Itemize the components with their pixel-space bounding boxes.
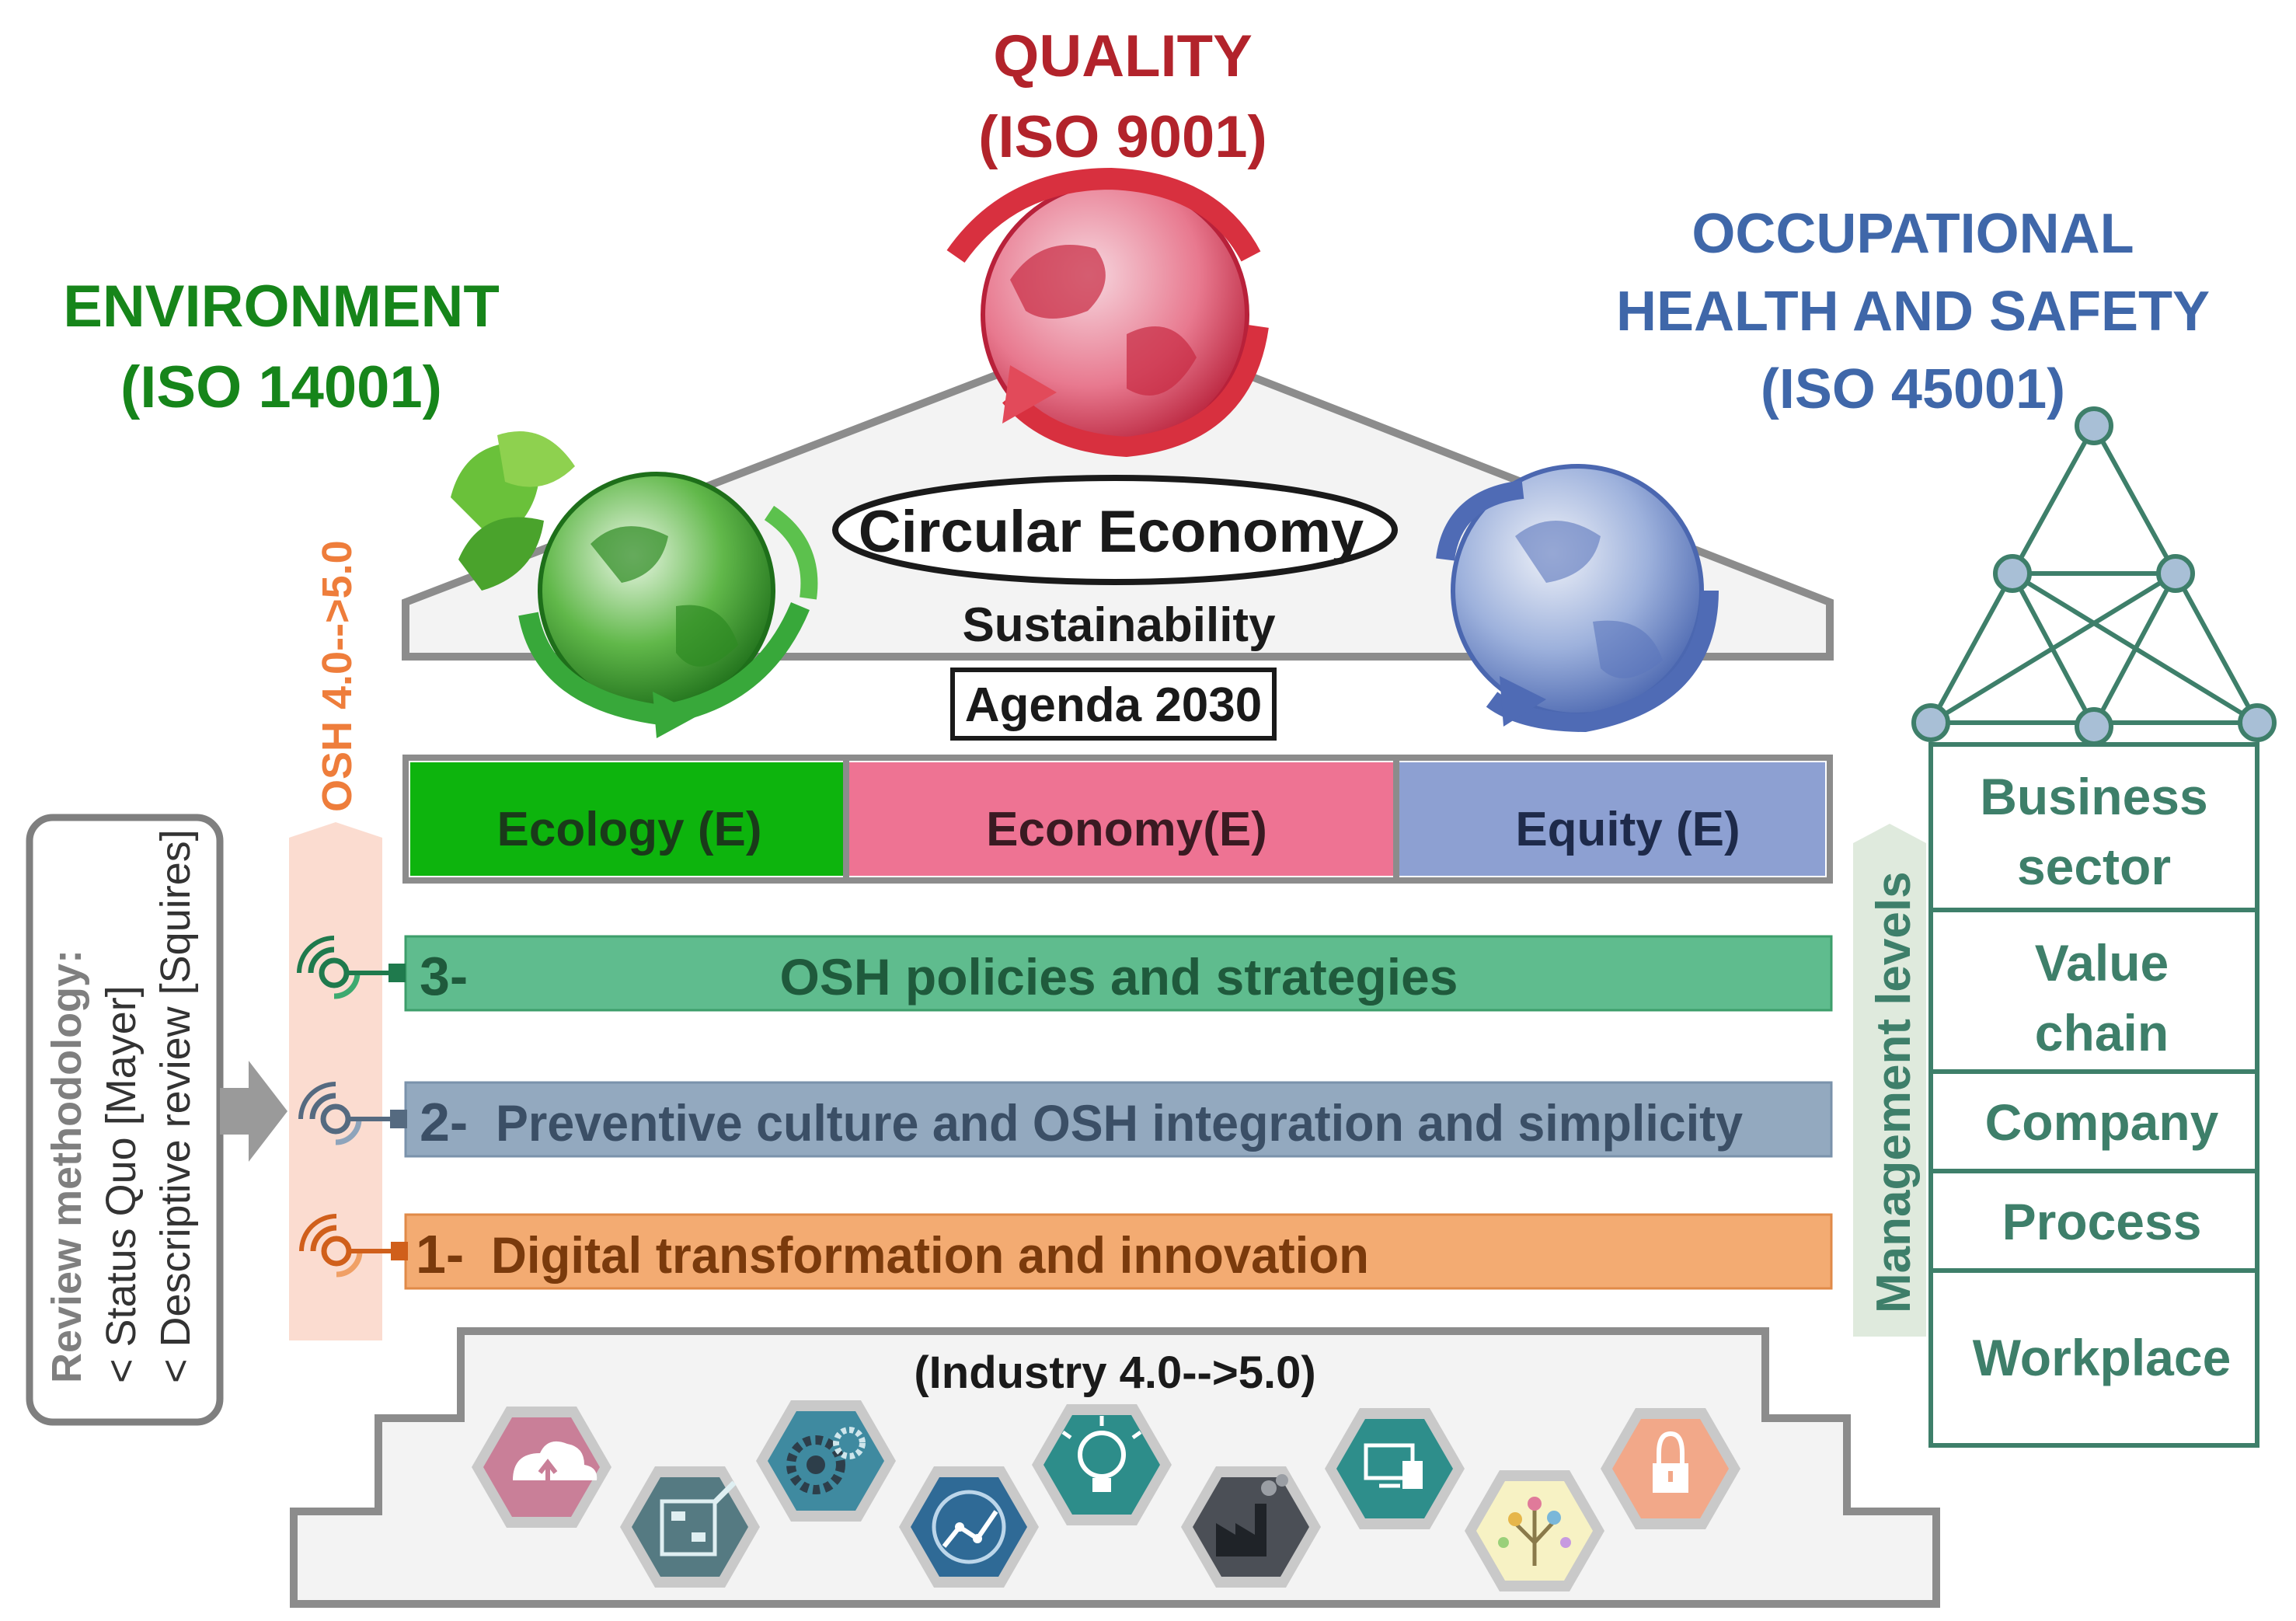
lightbulb-icon [1032, 1404, 1172, 1525]
pillar-economy-label: Economy(E) [986, 803, 1267, 856]
level-2: 2- Preventive culture and OSH integratio… [298, 1081, 1833, 1158]
ohs-standard: (ISO 45001) [1761, 358, 2065, 420]
review-text: Review methodology: < Status Quo [Mayer]… [44, 829, 199, 1383]
devices-icon [1325, 1408, 1465, 1529]
target-icon [299, 1214, 408, 1278]
environment-standard: (ISO 14001) [120, 354, 442, 420]
management-workplace: Workplace [1973, 1329, 2232, 1386]
ohs-globe-icon [1436, 464, 1719, 733]
management-process: Process [2002, 1193, 2202, 1250]
target-icon [298, 1082, 407, 1145]
pillar-economy [849, 762, 1393, 876]
pillar-equity [1399, 762, 1825, 876]
network-icon [1911, 406, 2277, 746]
quality-globe-icon [946, 167, 1269, 458]
pillar-ecology-label: Ecology (E) [496, 803, 761, 856]
agenda-box [950, 668, 1277, 741]
osh-arrow [289, 822, 382, 1340]
review-arrow-icon [220, 1061, 287, 1162]
sustainability-label: Sustainability [962, 598, 1276, 652]
circular-economy-ellipse [832, 475, 1398, 585]
ohs-title-line1: OCCUPATIONAL [1692, 203, 2134, 265]
management-business-line1: Business [1980, 768, 2207, 825]
review-title: Review methodology: [44, 950, 90, 1383]
level-3-label: OSH policies and strategies [780, 948, 1458, 1006]
level-3: 3- OSH policies and strategies [297, 935, 1833, 1012]
circular-economy-label: Circular Economy [859, 499, 1364, 565]
cloud-upload-icon [472, 1407, 611, 1528]
management-arrow [1853, 824, 1926, 1337]
pillar-equity-label: Equity (E) [1515, 803, 1740, 856]
idea-tree-icon [1465, 1470, 1604, 1591]
level-1: 1- Digital transformation and innovation [299, 1213, 1833, 1290]
management-business-line2: sector [2017, 838, 2171, 895]
quality-standard: (ISO 9001) [978, 104, 1267, 170]
level-3-number: 3- [420, 946, 468, 1006]
quality-heading: QUALITY (ISO 9001) [978, 23, 1267, 170]
industry-label: (Industry 4.0-->5.0) [914, 1347, 1315, 1398]
target-icon [297, 936, 406, 999]
environment-heading: ENVIRONMENT (ISO 14001) [63, 274, 500, 420]
analytics-icon [899, 1466, 1039, 1588]
review-item-descriptive: < Descriptive review [Squires] [152, 829, 199, 1383]
flowchart-icon [620, 1466, 760, 1588]
ohs-title-line2: HEALTH AND SAFETY [1616, 281, 2210, 343]
environment-title: ENVIRONMENT [63, 274, 500, 340]
osh-arrow-label: OSH 4.0-->5.0 [314, 540, 361, 812]
level-1-label: Digital transformation and innovation [491, 1226, 1369, 1284]
management-value-line1: Value [2035, 934, 2169, 992]
padlock-icon [1601, 1408, 1740, 1529]
management-stack [1928, 742, 2259, 1448]
quality-title: QUALITY [993, 23, 1253, 89]
factory-icon [1181, 1466, 1321, 1588]
pillar-frame [402, 755, 1833, 884]
environment-globe-icon [451, 431, 818, 738]
level-1-number: 1- [416, 1224, 464, 1285]
ohs-heading: OCCUPATIONAL HEALTH AND SAFETY (ISO 4500… [1616, 203, 2210, 420]
level-2-label: Preventive culture and OSH integration a… [496, 1094, 1743, 1152]
management-value-line2: chain [2035, 1004, 2169, 1061]
agenda-label: Agenda 2030 [965, 678, 1263, 732]
review-item-status-quo: < Status Quo [Mayer] [98, 985, 145, 1383]
management-levels-label: Management levels [1867, 871, 1921, 1313]
level-2-number: 2- [420, 1092, 468, 1152]
pillar-ecology [410, 762, 843, 876]
gears-icon [756, 1400, 896, 1522]
management-company: Company [1985, 1093, 2219, 1151]
